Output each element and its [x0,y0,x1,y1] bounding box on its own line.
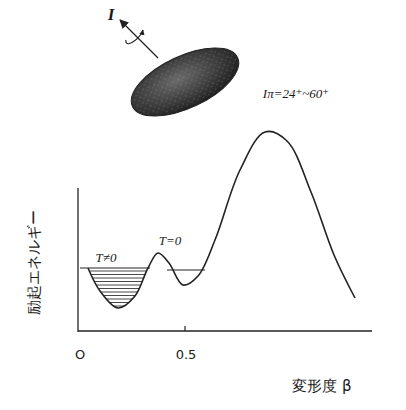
angular-momentum-label: I [108,5,115,24]
temperature-label: T=0 [159,233,182,248]
potential-curve [88,132,355,309]
temperature-label: T≠0 [96,251,117,264]
tick [184,326,185,331]
tick-label: 0.5 [176,348,197,361]
deformed-nucleus [121,34,248,130]
tick-label: 0.5 [176,347,197,362]
temperature-label: T≠0 [96,250,117,265]
axis-title: 励起エネルギー [25,210,43,315]
axis-arrow [120,20,158,58]
axis-title: 変形度 β [292,379,351,394]
x-axis [78,330,372,331]
axis-title: 励起エネルギー [27,210,42,315]
energy-level [80,267,150,268]
spin-range-label: Iπ=24⁺~60⁺ [263,86,329,101]
temperature-label: T=0 [159,234,182,247]
spin-range-label: Iπ=24⁺~60⁺ [263,87,329,100]
origin-label: O [75,347,85,362]
rotation-arrow [126,30,143,44]
origin-label: O [75,348,85,361]
angular-momentum-label: I [108,6,115,23]
axis-title: 変形度 β [292,377,351,395]
y-axis [77,188,78,332]
